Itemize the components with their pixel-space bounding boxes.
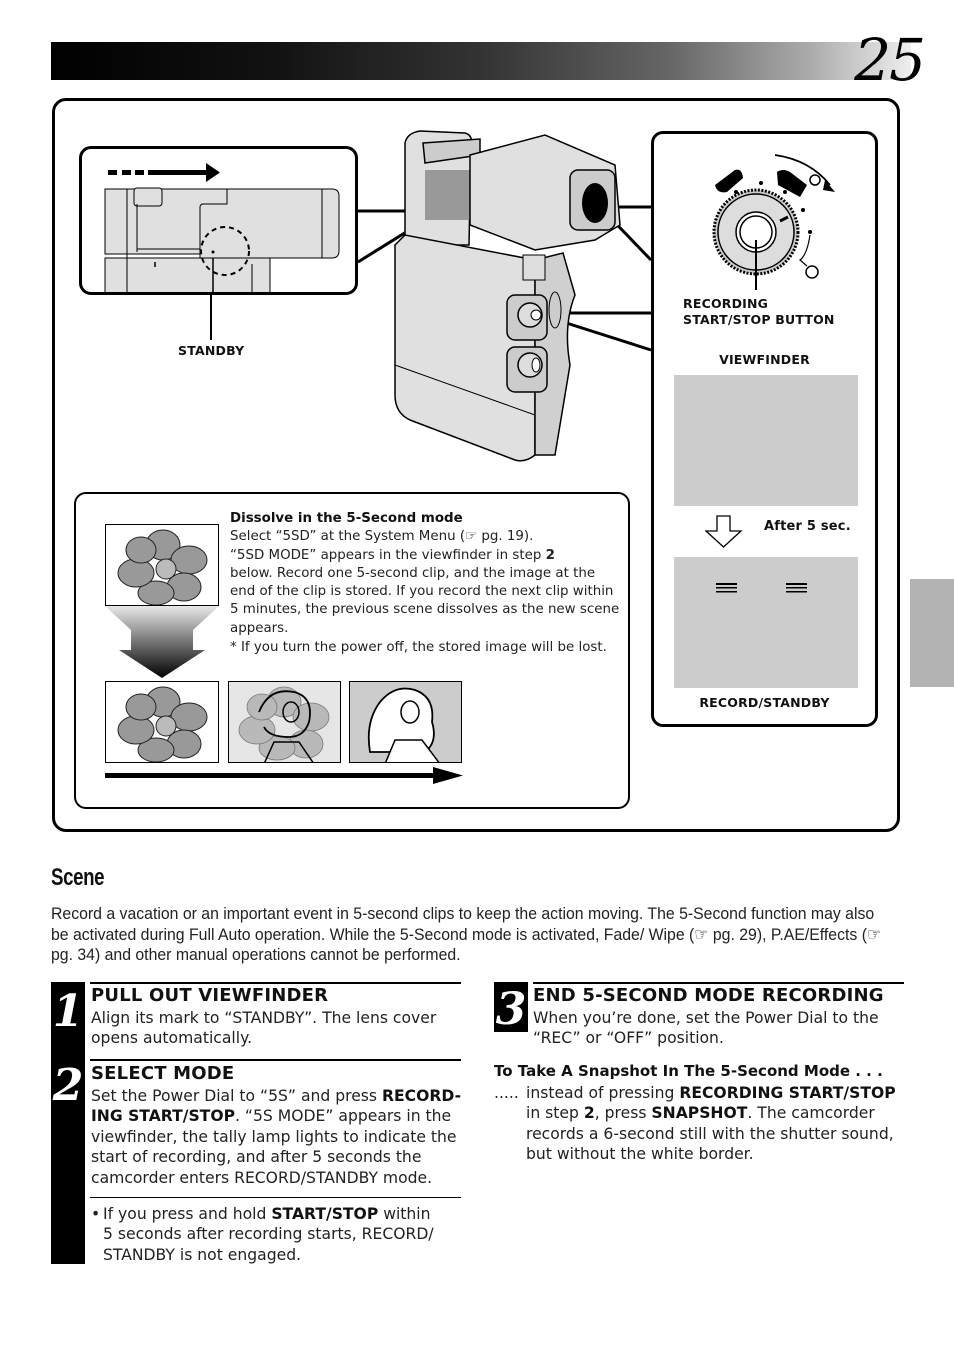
- indicator-lines-left: [716, 583, 737, 593]
- dissolve-line1: Select “5SD” at the System Menu (☞ pg. 1…: [230, 528, 620, 546]
- step-3-heading: END 5-SECOND MODE RECORDING: [533, 985, 884, 1006]
- dissolve-line2: “5SD MODE” appears in the viewfinder in …: [230, 547, 620, 565]
- down-arrow-icon: [705, 515, 743, 548]
- indicator-lines-right: [786, 583, 807, 593]
- woman-image: [367, 687, 440, 762]
- dissolve-down-arrow-icon: [105, 606, 219, 678]
- recording-button-label-line2: START/STOP BUTTON: [683, 312, 835, 327]
- step-1-heading: PULL OUT VIEWFINDER: [91, 985, 329, 1006]
- step-2-heading: SELECT MODE: [91, 1063, 235, 1084]
- standby-leader-line: [210, 292, 212, 340]
- pointing-hand-icon: ☞: [866, 924, 882, 944]
- step-2-text-1: Set the Power Dial to “5S” and press: [91, 1087, 383, 1105]
- step-1-body: Align its mark to “STANDBY”. The lens co…: [91, 1009, 437, 1048]
- step-divider: [90, 1059, 461, 1061]
- flower-image: [117, 686, 208, 762]
- thumbnail-flower-stored: [105, 524, 219, 606]
- after-5-sec-label: After 5 sec.: [764, 519, 851, 534]
- step-divider: [90, 982, 461, 984]
- dissolve-line3: below. Record one 5-second clip, and the…: [230, 565, 620, 636]
- snapshot-text-2: in step: [526, 1104, 584, 1123]
- snapshot-title: To Take A Snapshot In The 5-Second Mode …: [494, 1062, 883, 1080]
- viewfinder-label: VIEWFINDER: [719, 352, 810, 367]
- recording-button-label-line1: RECORDING: [683, 296, 769, 311]
- record-standby-label: RECORD/STANDBY: [699, 695, 830, 710]
- dissolve-line1-text: Select “5SD” at the System Menu (: [230, 529, 466, 545]
- page-reference-link: pg. 19).: [477, 529, 534, 545]
- snapshot-button-1: RECORDING START/STOP: [679, 1084, 896, 1102]
- standby-inset: [79, 146, 358, 295]
- flower-image: [117, 529, 208, 605]
- note-text-2: within 5 seconds after recording starts,…: [103, 1205, 434, 1264]
- viewfinder-screen-before: [674, 375, 858, 506]
- step-number-2: 2: [51, 1060, 85, 1111]
- viewfinder-screen-after: [674, 557, 858, 688]
- section-title: Scene: [51, 864, 105, 891]
- step-number-1: 1: [51, 986, 85, 1037]
- dissolve-line2-text: “5SD MODE” appears in the viewfinder in …: [230, 547, 546, 563]
- scene-intro: Record a vacation or an important event …: [51, 904, 888, 966]
- viewfinder-slide-illustration: [104, 163, 340, 292]
- dissolve-note: * If you turn the power off, the stored …: [230, 640, 607, 656]
- figure-frame: [52, 98, 900, 832]
- header-gradient-bar: [51, 42, 911, 80]
- snapshot-step-ref: 2: [583, 1104, 595, 1123]
- snapshot-text-4: . The camcorder records a 6-second still…: [526, 1104, 894, 1164]
- thumbnail-dissolving: [228, 681, 341, 763]
- step-number-3: 3: [494, 984, 528, 1035]
- intro-text-3: pg. 34) and other manual operations cann…: [51, 945, 461, 964]
- recording-button-label: RECORDING START/STOP BUTTON: [683, 296, 835, 328]
- step-divider: [533, 982, 904, 984]
- snapshot-text-1: instead of pressing: [526, 1084, 680, 1102]
- step-2-body: Set the Power Dial to “5S” and press REC…: [91, 1086, 463, 1188]
- step-reference: 2: [545, 547, 555, 563]
- standby-label: STANDBY: [178, 343, 245, 358]
- snapshot-text-3: , press: [594, 1104, 652, 1123]
- step-2-button-name: RECORD-ING START/STOP: [91, 1087, 462, 1126]
- intro-text-1: Record a vacation or an important event …: [51, 904, 875, 944]
- snapshot-leader: .....: [494, 1084, 519, 1102]
- camcorder-illustration: [394, 130, 621, 462]
- record-standby-indicators: [716, 583, 807, 593]
- pointing-hand-icon: ☞: [465, 529, 478, 545]
- dissolve-description: Dissolve in the 5-Second mode Select “5S…: [230, 510, 620, 657]
- page-number: 25: [854, 26, 926, 94]
- section-tab: [910, 579, 954, 687]
- step-2-note: •If you press and hold START/STOP within…: [91, 1204, 441, 1265]
- dissolve-title: Dissolve in the 5-Second mode: [230, 511, 463, 526]
- pointing-hand-icon: ☞: [694, 924, 709, 944]
- note-text-1: If you press and hold: [103, 1205, 272, 1223]
- timeline-arrow-icon: [105, 767, 463, 784]
- step-2-text-2: . “5S MODE” appears in the viewfinder, t…: [91, 1107, 457, 1187]
- note-divider: [90, 1197, 461, 1198]
- snapshot-body: instead of pressing RECORDING START/STOP…: [526, 1083, 906, 1165]
- thumbnail-new-scene: [349, 681, 462, 763]
- note-button-name: START/STOP: [271, 1205, 379, 1223]
- thumbnail-flower: [105, 681, 219, 763]
- step-3-body: When you’re done, set the Power Dial to …: [533, 1009, 879, 1048]
- bullet: •: [91, 1205, 101, 1223]
- intro-text-2: pg. 29), P.AE/Effects (: [708, 924, 867, 944]
- dissolve-blend-image: [238, 686, 330, 762]
- power-dial-illustration: [712, 154, 835, 290]
- snapshot-button-2: SNAPSHOT: [651, 1104, 748, 1123]
